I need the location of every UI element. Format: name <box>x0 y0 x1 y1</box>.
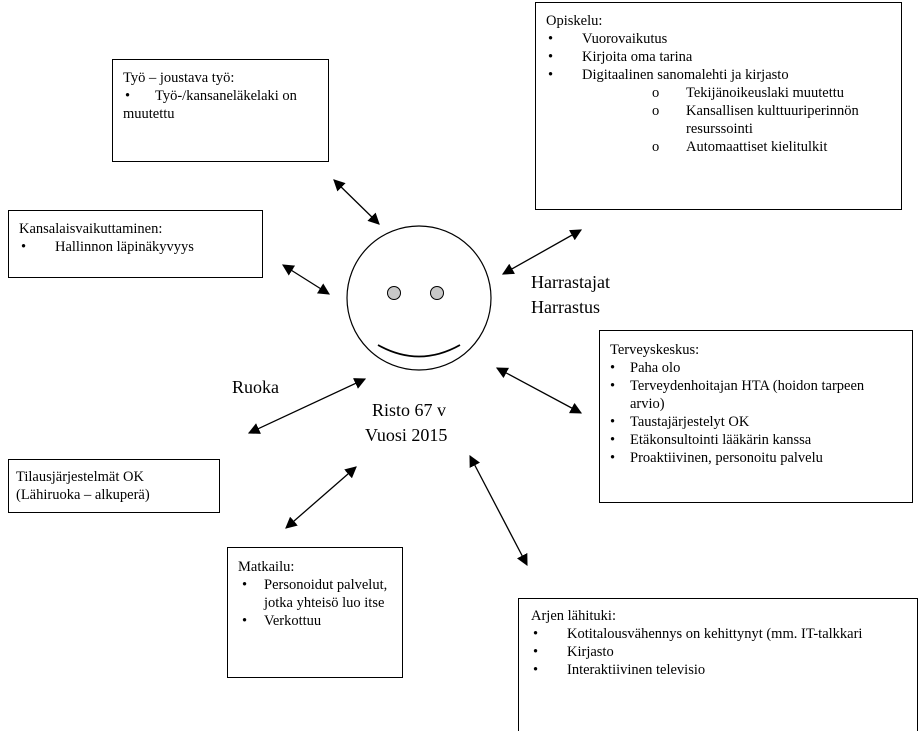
label-ruoka: Ruoka <box>232 377 279 397</box>
list-item: • Kirjoita oma tarina <box>546 48 891 66</box>
bullet-icon: • <box>610 450 616 466</box>
bullet-icon: • <box>242 613 248 629</box>
box-kansalaisvaikuttaminen: Kansalaisvaikuttaminen: • Hallinnon läpi… <box>8 210 263 278</box>
bullet-icon: • <box>533 662 539 678</box>
box-opiskelu-subitem: Tekijänoikeuslaki muutettu <box>686 85 845 101</box>
list-item: • Kirjasto <box>531 643 905 661</box>
center-year: Vuosi 2015 <box>365 425 448 445</box>
box-terveys-item: Etäkonsultointi lääkärin kanssa <box>630 432 812 448</box>
box-matkailu-item: Personoidut palvelut, jotka yhteisö luo … <box>264 577 388 611</box>
smiley-left-eye <box>387 286 401 300</box>
smiley-face <box>346 225 492 371</box>
bullet-icon: • <box>548 31 554 47</box>
arrow-ruoka <box>247 378 367 434</box>
list-item: • Verkottuu <box>238 612 392 630</box>
box-opiskelu: Opiskelu: • Vuorovaikutus • Kirjoita oma… <box>535 2 902 210</box>
box-matkailu-title: Matkailu: <box>238 559 295 575</box>
box-matkailu: Matkailu: • Personoidut palvelut, jotka … <box>227 547 403 678</box>
box-opiskelu-subitem: Kansallisen kulttuuriperinnön resurssoin… <box>686 103 859 137</box>
label-harrastus: Harrastus <box>531 297 600 317</box>
box-arjen-item: Kotitalousvähennys on kehittynyt (mm. IT… <box>567 626 863 642</box>
box-arjen-item: Interaktiivinen televisio <box>567 662 706 678</box>
arrow-opiskelu <box>501 229 583 275</box>
arrow-terveys <box>495 367 583 414</box>
bullet-icon: • <box>21 239 27 255</box>
box-terveys-title: Terveyskeskus: <box>610 342 700 358</box>
box-terveys-item: Taustajärjestelyt OK <box>630 414 750 430</box>
box-kansalais-title: Kansalaisvaikuttaminen: <box>19 221 163 237</box>
center-name: Risto 67 v <box>372 400 447 420</box>
list-item: • Proaktiivinen, personoitu palvelu <box>610 449 902 467</box>
list-item: • Paha olo <box>610 359 902 377</box>
bullet-icon: • <box>533 626 539 642</box>
list-item: • Vuorovaikutus <box>546 30 891 48</box>
box-tyo-item: Työ-/kansaneläkelaki on muutettu <box>123 88 297 122</box>
list-item: • Interaktiivinen televisio <box>531 661 905 679</box>
box-arjen-lahituki: Arjen lähituki: • Kotitalousvähennys on … <box>518 598 918 731</box>
arrow-kansalais <box>282 264 330 295</box>
box-tilausjarjestelmat: Tilausjärjestelmät OK (Lähiruoka – alkup… <box>8 459 220 513</box>
box-tyo-title: Työ – joustava työ: <box>123 70 235 86</box>
box-tyo: Työ – joustava työ: • Työ-/kansaneläkela… <box>112 59 329 162</box>
list-item: • Digitaalinen sanomalehti ja kirjasto <box>546 66 891 84</box>
sub-list-item: o Kansallisen kulttuuriperinnön resursso… <box>650 102 876 138</box>
box-matkailu-item: Verkottuu <box>264 613 322 629</box>
box-terveys-item: Proaktiivinen, personoitu palvelu <box>630 450 823 466</box>
arrow-arjen <box>469 454 528 567</box>
bullet-icon: • <box>610 432 616 448</box>
box-opiskelu-item: Kirjoita oma tarina <box>582 49 693 65</box>
bullet-icon: • <box>548 67 554 83</box>
box-tilaus-line1: Tilausjärjestelmät OK <box>16 469 144 485</box>
box-opiskelu-subitem: Automaattiset kielitulkit <box>686 139 828 155</box>
list-item: • Terveydenhoitajan HTA (hoidon tarpeen … <box>610 377 902 413</box>
list-item: • Etäkonsultointi lääkärin kanssa <box>610 431 902 449</box>
bullet-icon: • <box>242 577 248 593</box>
box-arjen-item: Kirjasto <box>567 644 614 660</box>
box-opiskelu-item: Digitaalinen sanomalehti ja kirjasto <box>582 67 789 83</box>
list-item: • Taustajärjestelyt OK <box>610 413 902 431</box>
bullet-icon: • <box>533 644 539 660</box>
circle-bullet-icon: o <box>652 85 660 101</box>
label-harrastajat: Harrastajat <box>531 272 610 292</box>
box-arjen-title: Arjen lähituki: <box>531 608 616 624</box>
box-terveys-item: Terveydenhoitajan HTA (hoidon tarpeen ar… <box>630 378 865 412</box>
smiley-right-eye <box>430 286 444 300</box>
list-item: • Hallinnon läpinäkyvyys <box>19 238 252 256</box>
circle-bullet-icon: o <box>652 103 660 119</box>
smiley-mouth <box>377 344 461 358</box>
sub-list-item: o Tekijänoikeuslaki muutettu <box>650 84 891 102</box>
sub-list-item: o Automaattiset kielitulkit <box>650 138 891 156</box>
box-opiskelu-title: Opiskelu: <box>546 13 603 29</box>
box-tilaus-line2: (Lähiruoka – alkuperä) <box>16 487 150 503</box>
bullet-icon: • <box>125 88 131 104</box>
bullet-icon: • <box>610 378 616 394</box>
arrow-tyo <box>333 179 380 225</box>
bullet-icon: • <box>548 49 554 65</box>
arrow-matkailu <box>285 466 357 529</box>
list-item: • Kotitalousvähennys on kehittynyt (mm. … <box>531 625 887 643</box>
box-terveys-item: Paha olo <box>630 360 681 376</box>
list-item: • Personoidut palvelut, jotka yhteisö lu… <box>238 576 392 612</box>
box-terveyskeskus: Terveyskeskus: • Paha olo • Terveydenhoi… <box>599 330 913 503</box>
box-opiskelu-item: Vuorovaikutus <box>582 31 668 47</box>
box-kansalais-item: Hallinnon läpinäkyvyys <box>55 239 194 255</box>
bullet-icon: • <box>610 360 616 376</box>
bullet-icon: • <box>610 414 616 430</box>
circle-bullet-icon: o <box>652 139 660 155</box>
